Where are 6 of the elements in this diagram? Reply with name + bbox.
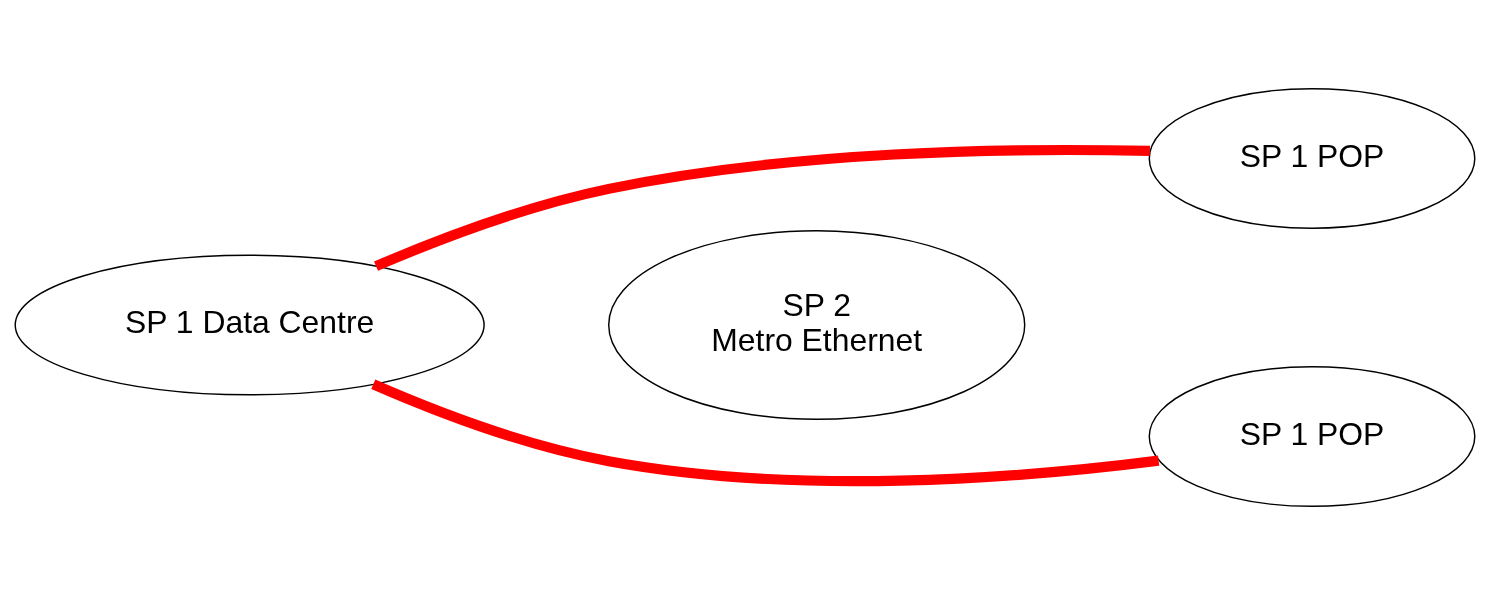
node-ellipse: SP 1 Data Centre: [14, 254, 485, 396]
node-ellipse: SP 1 POP: [1148, 366, 1476, 508]
node-ellipse: SP 1 POP: [1148, 87, 1476, 229]
node-ellipse: SP 2 Metro Ethernet: [608, 230, 1026, 421]
connector: [374, 144, 1150, 271]
connector: [371, 379, 1160, 487]
